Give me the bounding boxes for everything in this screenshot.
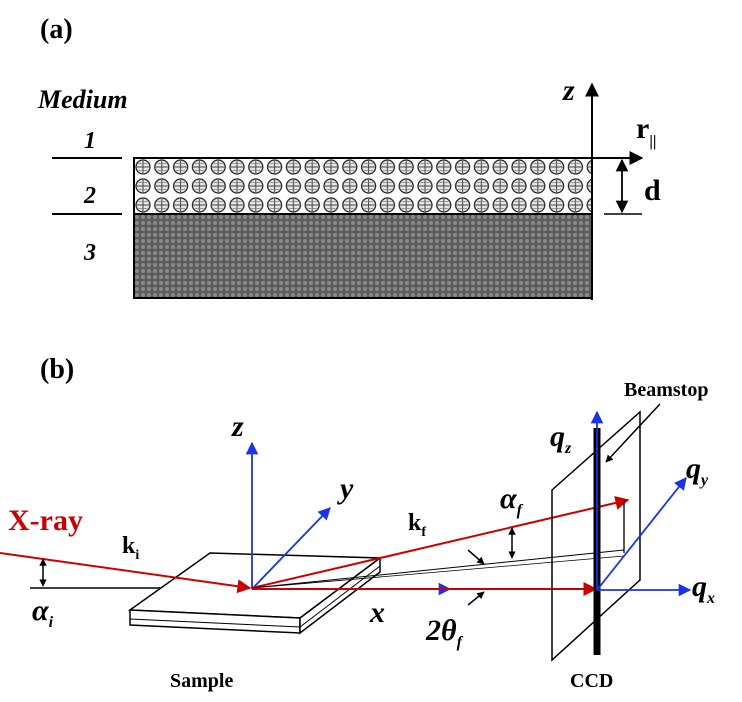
qz-label: qz [550,420,572,457]
kf-label: kf [408,510,426,540]
theta-pointer-lower [467,591,485,606]
ki-label: ki [122,533,139,563]
alpha-i-label: αi [32,594,54,631]
two-theta-label: 2θf [425,614,464,651]
sample-slab [127,552,383,635]
sample-label: Sample [170,670,233,692]
sample-y-axis [251,507,331,590]
layer-3-label: 3 [83,240,96,266]
qy-label: qy [686,452,709,489]
beamstop-pointer [605,403,661,463]
ccd-detector-plane [551,410,641,662]
layer-2-label: 2 [83,183,96,209]
qy-axis [596,477,687,591]
alpha-f-label: αf [500,482,524,519]
sample-x-label: x [369,596,385,629]
sample-z-label: z [231,410,244,443]
sample-y-label: y [337,472,354,505]
xray-label: X-ray [8,504,83,537]
projection-line-2 [251,555,625,589]
qx-label: qx [692,570,715,607]
particle-layer [133,157,593,215]
theta-pointer-upper [467,549,485,565]
panel-b: (b) z y x X-ray ki αi kf [0,354,715,692]
panel-b-label: (b) [40,354,74,385]
layer-1-label: 1 [84,128,96,154]
substrate-layer [133,213,593,299]
scattered-beam [251,496,630,589]
r-parallel-label: r|| [636,112,656,150]
thickness-label: d [644,174,661,207]
panel-a-label: (a) [40,14,73,45]
ccd-label: CCD [570,670,613,692]
projection-line [251,549,625,589]
panel-a-z-label: z [562,74,575,107]
medium-title: Medium [37,85,128,114]
beamstop-label: Beamstop [624,379,708,401]
panel-a: (a) Medium 1 2 3 z r|| d [37,14,661,300]
